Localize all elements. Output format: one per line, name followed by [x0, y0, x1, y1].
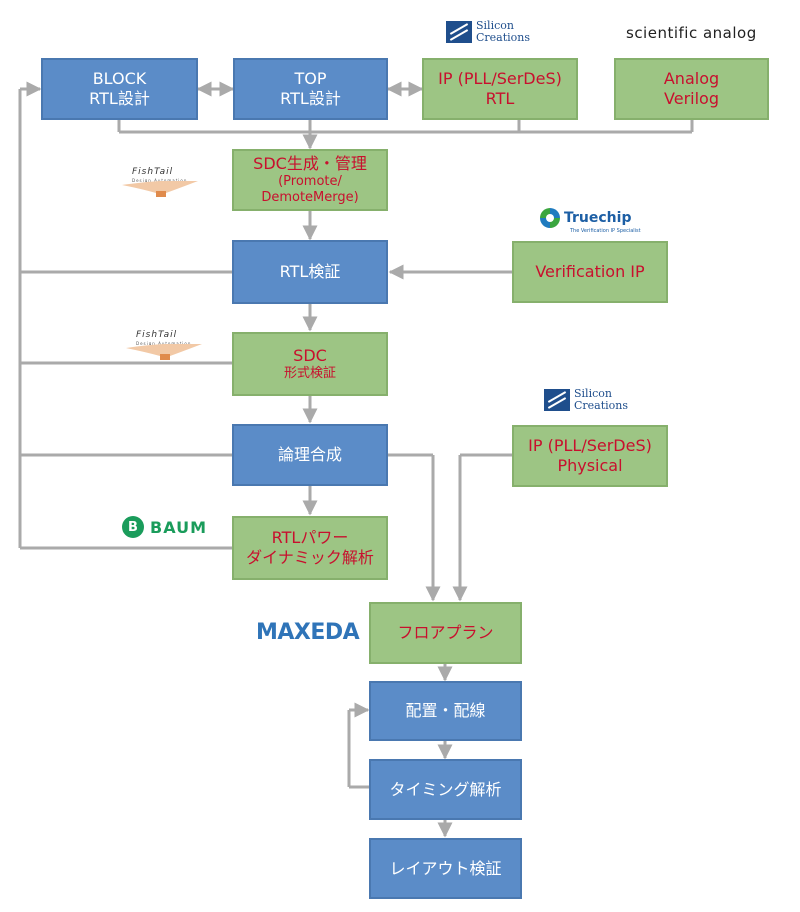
verification-ip-box: Verification IP: [512, 241, 668, 303]
logo-text: FishTail: [136, 330, 178, 340]
box-label: Physical: [557, 456, 623, 475]
box-label: ダイナミック解析: [246, 548, 374, 567]
scientific-analog-logo: scientific analog: [626, 24, 757, 42]
box-label: RTL設計: [89, 89, 150, 108]
baum-icon: B: [122, 516, 144, 538]
box-label: RTLパワー: [271, 528, 349, 547]
logic-synthesis-box: 論理合成: [232, 424, 388, 486]
logo-text: The Verification IP Specialist: [570, 228, 641, 234]
box-label: タイミング解析: [389, 779, 502, 799]
box-label: RTL: [485, 89, 515, 108]
box-label: SDC生成・管理: [253, 153, 367, 173]
logo-text: Silicon: [476, 19, 514, 32]
maxeda-logo: MAXEDA: [256, 620, 360, 645]
box-label: Analog: [663, 69, 720, 88]
box-label: 論理合成: [277, 445, 342, 464]
silicon-creations-icon: [446, 20, 472, 43]
fishtail-logo: FishTail Design Automation: [122, 167, 198, 197]
box-label: Verification IP: [535, 262, 645, 281]
fishtail-icon: [122, 181, 198, 197]
box-label: RTL検証: [279, 262, 341, 281]
box-label: TOP: [294, 69, 327, 88]
silicon-creations-logo: Silicon Creations: [544, 388, 628, 411]
logo-text: BAUM: [150, 517, 207, 537]
truechip-logo: Truechip The Verification IP Specialist: [540, 208, 641, 234]
top-rtl-design-box: TOP RTL設計: [233, 58, 388, 120]
logo-text: Truechip: [564, 210, 632, 226]
sdc-generation-box: SDC生成・管理 (Promote/ DemoteMerge): [232, 149, 388, 211]
box-label: IP (PLL/SerDeS): [438, 69, 562, 88]
logo-text: Silicon: [574, 387, 612, 400]
logo-text: Creations: [476, 30, 531, 44]
box-label: 配置・配線: [405, 701, 486, 720]
truechip-icon: [540, 208, 560, 228]
layout-verification-box: レイアウト検証: [369, 838, 522, 899]
rtl-verification-box: RTL検証: [232, 240, 388, 304]
box-label: BLOCK: [92, 69, 147, 88]
rtl-power-analysis-box: RTLパワー ダイナミック解析: [232, 516, 388, 580]
box-label: DemoteMerge): [261, 190, 359, 205]
box-label: 形式検証: [283, 365, 336, 381]
silicon-creations-logo: Silicon Creations: [446, 20, 530, 43]
sdc-formal-verification-box: SDC 形式検証: [232, 332, 388, 396]
floorplan-box: フロアプラン: [369, 602, 522, 664]
logo-text: FishTail: [132, 167, 174, 177]
fishtail-logo: FishTail Design Automation: [126, 330, 202, 360]
ip-rtl-box: IP (PLL/SerDeS) RTL: [422, 58, 578, 120]
logo-text: Creations: [574, 398, 629, 412]
timing-analysis-box: タイミング解析: [369, 759, 522, 820]
box-label: SDC: [293, 345, 327, 365]
box-label: IP (PLL/SerDeS): [528, 436, 652, 455]
baum-logo: B BAUM: [122, 516, 207, 538]
box-label: Verilog: [664, 89, 719, 108]
logo-text: Design Automation: [136, 341, 192, 346]
fishtail-icon: [126, 344, 202, 360]
box-label: フロアプラン: [397, 623, 494, 642]
silicon-creations-icon: [544, 388, 570, 411]
box-label: RTL設計: [280, 89, 341, 108]
logo-text: Design Automation: [132, 178, 188, 183]
box-label: レイアウト検証: [389, 858, 502, 878]
block-rtl-design-box: BLOCK RTL設計: [41, 58, 198, 120]
place-route-box: 配置・配線: [369, 681, 522, 741]
analog-verilog-box: Analog Verilog: [614, 58, 769, 120]
box-label: (Promote/: [278, 173, 342, 189]
ip-physical-box: IP (PLL/SerDeS) Physical: [512, 425, 668, 487]
